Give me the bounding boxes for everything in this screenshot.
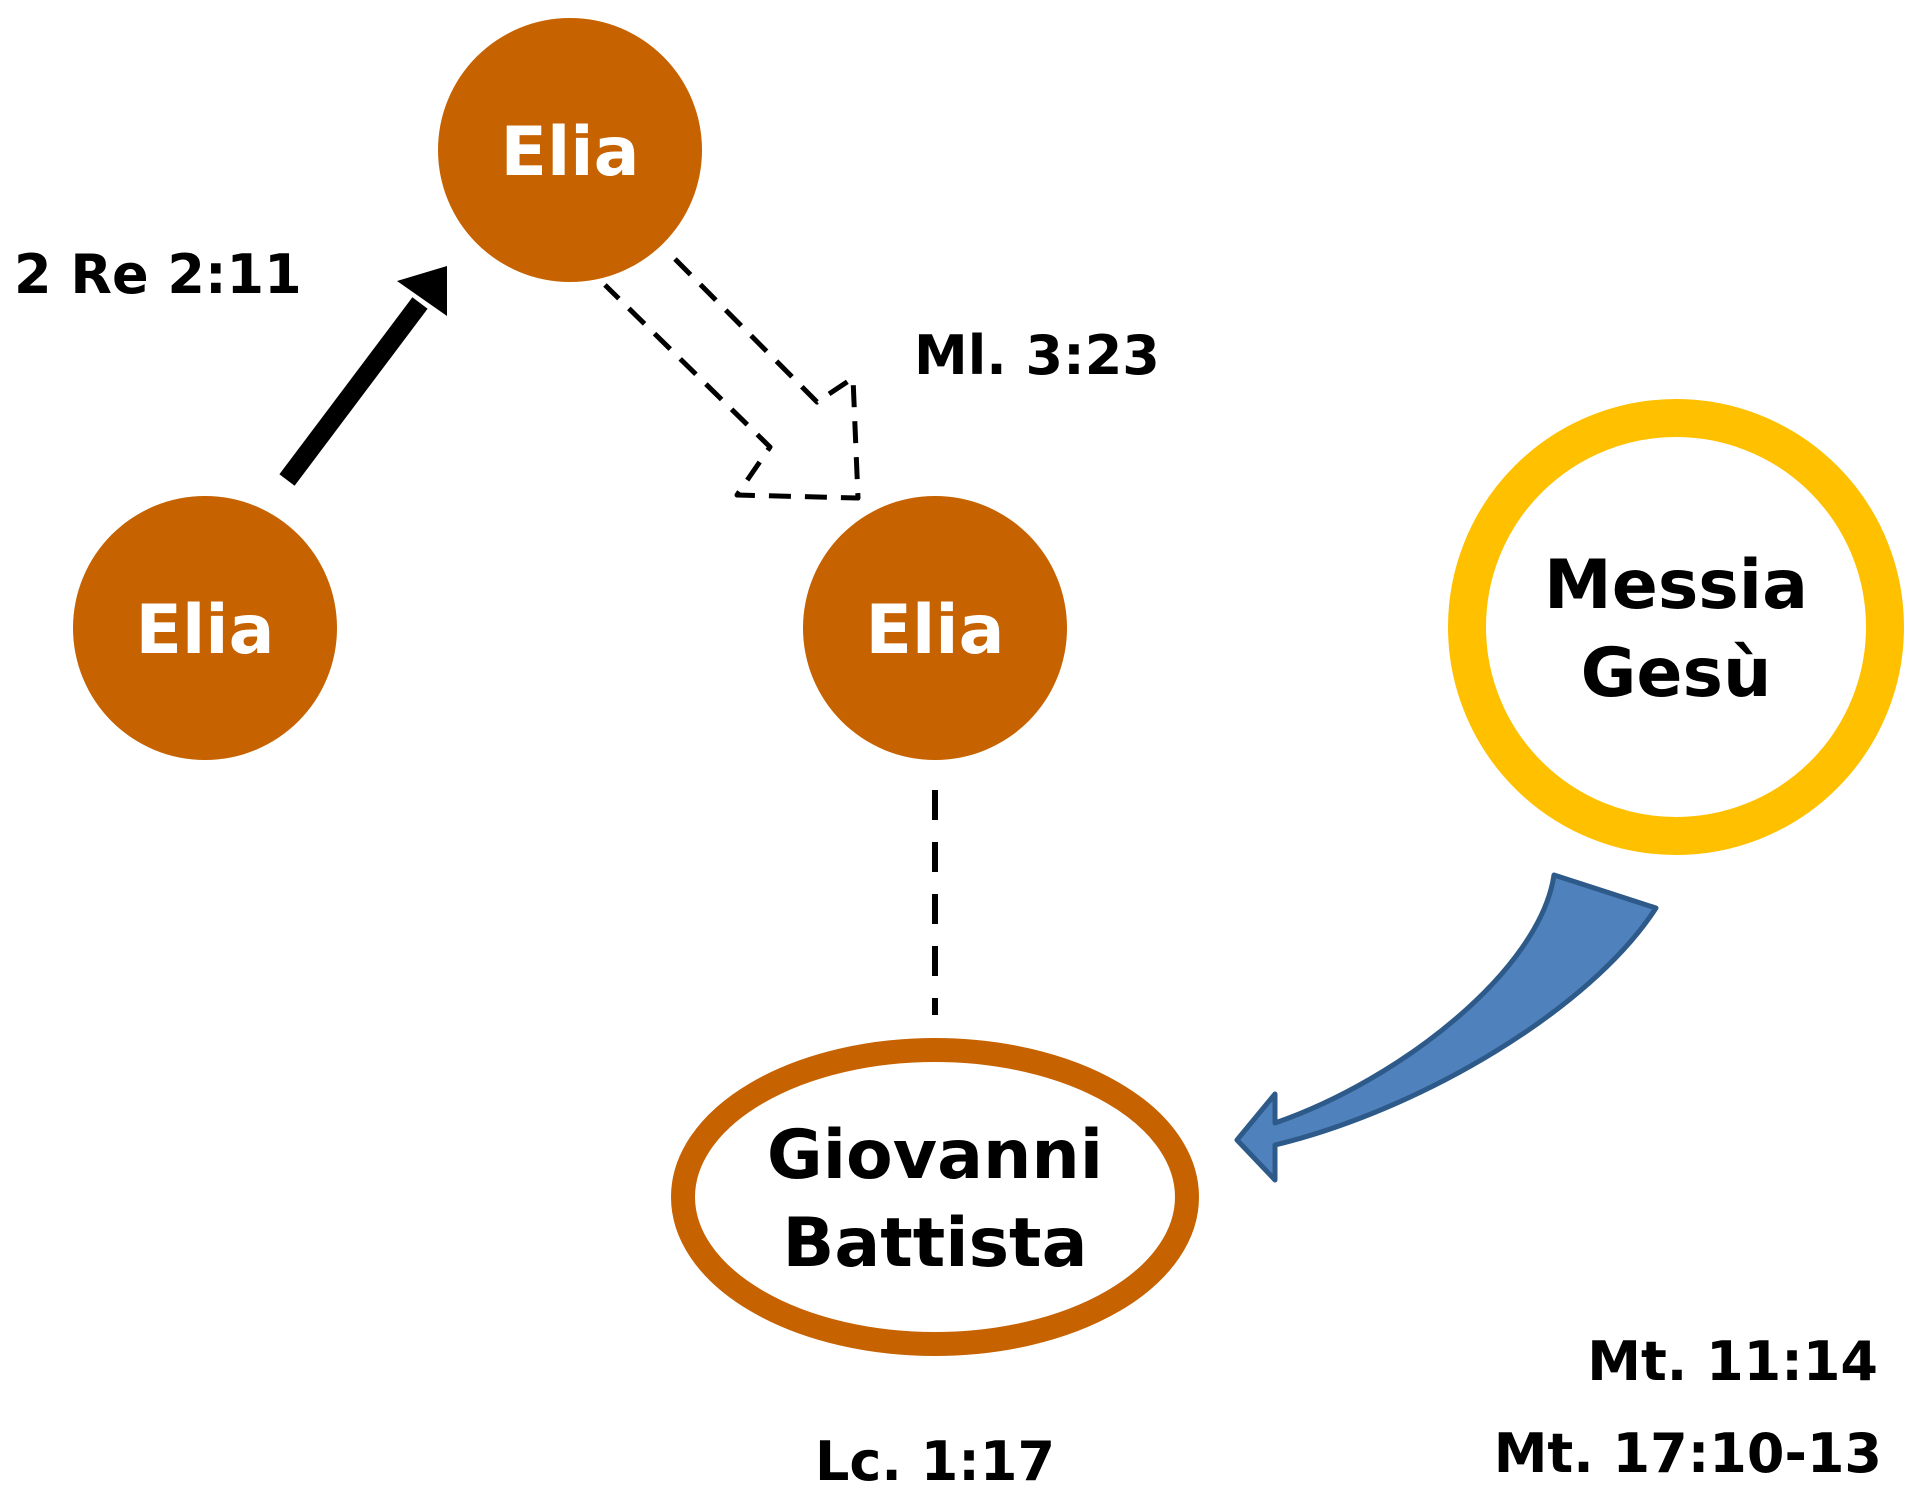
elia-right-node: Elia [803, 496, 1067, 760]
return-arrow [603, 257, 861, 501]
elia-left-node: Elia [73, 496, 337, 760]
giovanni-label-line1: Giovanni [767, 1116, 1103, 1195]
elia-right-label: Elia [866, 591, 1005, 670]
messia-arrow [1234, 872, 1659, 1183]
elia-left-label: Elia [136, 591, 275, 670]
messia-node: Messia Gesù [1448, 399, 1904, 855]
giovanni-node: Giovanni Battista [671, 1038, 1199, 1356]
messia-label-line1: Messia [1544, 546, 1808, 625]
ref-2re: 2 Re 2:11 [14, 243, 302, 306]
ref-mt1: Mt. 11:14 [1587, 1330, 1878, 1393]
elia-top-node: Elia [438, 18, 702, 282]
messia-label-line2: Gesù [1581, 634, 1772, 713]
ref-lc: Lc. 1:17 [815, 1430, 1055, 1493]
ref-mt2: Mt. 17:10-13 [1494, 1422, 1882, 1485]
ref-ml: Ml. 3:23 [914, 324, 1160, 387]
giovanni-label-line2: Battista [783, 1204, 1088, 1283]
elia-top-label: Elia [501, 113, 640, 192]
ascension-arrow [279, 266, 447, 486]
